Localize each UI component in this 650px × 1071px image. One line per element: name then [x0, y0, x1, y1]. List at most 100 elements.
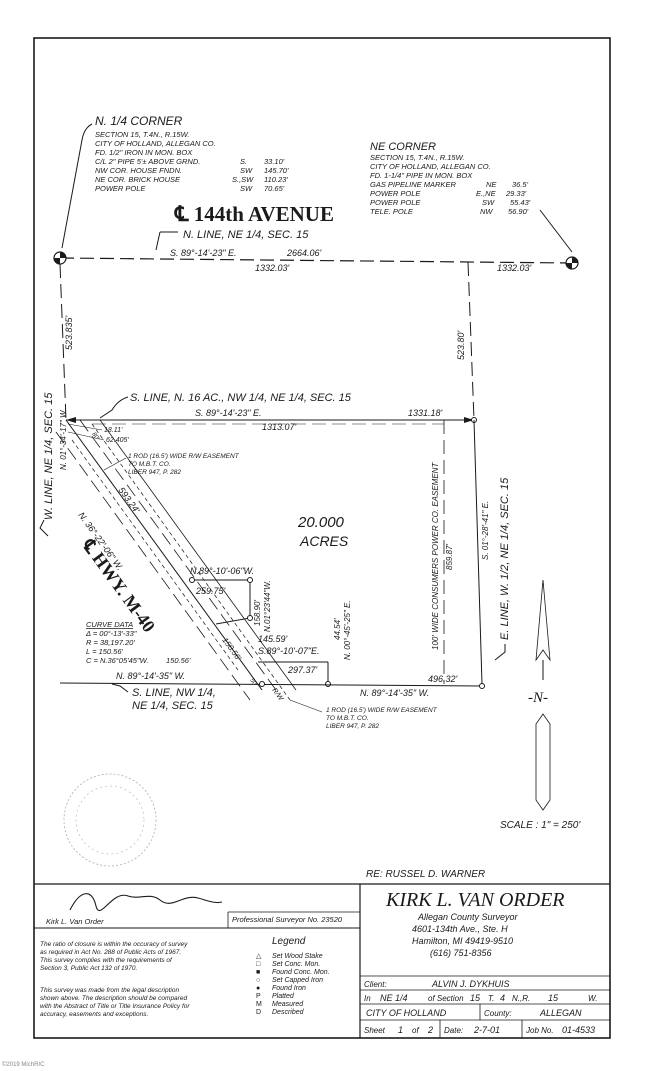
iron-marker	[189, 577, 195, 583]
closure-note: Section 3, Public Act 132 of 1970.	[40, 965, 138, 972]
nw-corner-title: N. 1/4 CORNER	[95, 114, 183, 128]
re-line: RE: RUSSEL D. WARNER	[366, 869, 485, 880]
town-value: 4	[500, 993, 505, 1003]
surveyor-phone: (616) 751-8356	[430, 948, 492, 958]
curve-delta: Δ = 00°-13'-33"	[85, 629, 137, 638]
nw-tie-dir: S.	[240, 157, 247, 166]
inner-dist-2: 158.90'	[253, 600, 262, 626]
county-value: ALLEGAN	[539, 1008, 582, 1018]
date-value: 2-7-01	[473, 1025, 500, 1035]
leader	[39, 519, 49, 537]
ne-leader-line	[539, 209, 573, 253]
row-easement-1: 1 ROD (16.5') WIDE R/W EASEMENT	[128, 453, 240, 460]
in-label: In	[364, 994, 371, 1003]
project-table: Client: ALVIN J. DYKHUIS In NE 1/4 of Se…	[360, 975, 610, 1038]
west-line-label: W. LINE, NE 1/4, SEC. 15	[43, 392, 55, 520]
surveyor-seal	[63, 773, 157, 867]
ne-tie-dist: 56.90'	[508, 207, 529, 216]
row-width: 80'	[90, 432, 100, 443]
highway-row-line	[91, 423, 291, 701]
legend-title: Legend	[272, 936, 306, 947]
east-north-dist: 523.80'	[456, 330, 466, 360]
north-right-dist: 1332.03'	[497, 263, 532, 273]
job-label: Job No.	[525, 1026, 554, 1035]
nw-tie-dir: S.,SW	[232, 175, 254, 184]
ne-tie-dist: 29.33'	[505, 189, 527, 198]
iron-marker	[479, 683, 485, 689]
sheet-value: 1	[398, 1025, 403, 1035]
quarter-value: NE 1/4	[380, 993, 408, 1003]
legend-text: Set Wood Stake	[272, 953, 323, 960]
south-dist-east: 496.32'	[428, 674, 458, 684]
highway-row-line	[79, 419, 277, 691]
offset-dist: 62.405'	[106, 437, 129, 444]
legend-symbol: M	[256, 1001, 262, 1008]
curve-data-title: CURVE DATA	[86, 620, 133, 629]
legend-symbol: P	[256, 993, 261, 1000]
nw-tie-dist: 33.10'	[264, 157, 285, 166]
ne-tie-dir: SW	[482, 198, 495, 207]
surveyor-address-2: Hamilton, MI 49419-9510	[412, 936, 513, 946]
legend-symbol: △	[256, 953, 262, 960]
curve-length: L = 150.56'	[86, 647, 124, 656]
nw-corner-line: FD. 1/2" IRON IN MON. BOX	[95, 148, 193, 157]
leader	[289, 699, 323, 713]
leader	[155, 231, 161, 251]
client-label: Client:	[364, 980, 387, 989]
legend-symbol: ○	[256, 977, 260, 984]
north-section-line	[59, 257, 573, 264]
city-value: CITY OF HOLLAND	[366, 1008, 447, 1018]
sheet-label: Sheet	[364, 1026, 386, 1035]
west-quarter-line	[59, 263, 67, 421]
surveyor-license: Professional Surveyor No. 23520	[232, 915, 343, 924]
highway-dist: 593.24'	[116, 485, 141, 515]
north-left-dist: 1332.03'	[255, 263, 290, 273]
ne-corner-line: FD. 1-1/4" PIPE IN MON. BOX	[370, 171, 473, 180]
description-note: This survey was made from the legal desc…	[40, 987, 179, 994]
nw-tie-dir: SW	[240, 166, 253, 175]
consumers-easement-label: 100' WIDE CONSUMERS POWER CO. EASEMENT	[431, 462, 440, 650]
surveyor-address-1: 4601-134th Ave., Ste. H	[412, 924, 508, 934]
legend-text: Measured	[272, 1001, 304, 1008]
ne-tie-label: TELE. POLE	[370, 207, 414, 216]
nw-tie-dist: 145.70'	[264, 166, 289, 175]
nw-corner-note: N. 1/4 CORNER SECTION 15, T.4N., R.15W. …	[95, 114, 289, 193]
closure-note: The ratio of closure is within the occur…	[40, 941, 188, 948]
job-value: 01-4533	[562, 1025, 595, 1035]
sheet-border	[33, 37, 611, 1039]
curve-chord-dist: 150.56'	[166, 656, 191, 665]
east-line-label: E. LINE, W. 1/2, NE 1/4, SEC. 15	[499, 477, 511, 640]
inner-bearing-2: N.01°23'44"W.	[263, 580, 272, 632]
date-label: Date:	[444, 1026, 463, 1035]
ne-tie-dist: 55.43'	[510, 198, 531, 207]
row-label: R/W	[270, 687, 284, 703]
south-line-label-2: NE 1/4, SEC. 15	[132, 700, 214, 712]
ne-tie-label: POWER POLE	[370, 198, 421, 207]
nw-tie-dist: 70.65'	[264, 184, 285, 193]
row-easement-1b: TO M.B.T. CO.	[128, 461, 171, 468]
mid-bearing: S. 89°-14'-23" E.	[195, 408, 262, 418]
curve-radius: R = 38,197.20'	[86, 638, 135, 647]
leader	[67, 431, 105, 441]
north-total-dist: 2664.06'	[286, 248, 322, 258]
east-north-line	[467, 261, 475, 421]
ne-tie-label: POWER POLE	[370, 189, 421, 198]
surveyor-title: Allegan County Surveyor	[417, 912, 519, 922]
nw-corner-line: CITY OF HOLLAND, ALLEGAN CO.	[95, 139, 216, 148]
range-label: N.,R.	[512, 994, 530, 1003]
ne-tie-label: GAS PIPELINE MARKER	[370, 180, 456, 189]
leader	[103, 457, 127, 471]
legend-text: Found Iron	[272, 985, 306, 992]
south-bearing-west: N. 89°-14'-35" W.	[116, 671, 185, 681]
inner-dist-4: 297.37'	[287, 665, 318, 675]
scale-label: SCALE : 1" = 250'	[500, 820, 581, 831]
north-line-label: N. LINE, NE 1/4, SEC. 15	[183, 229, 309, 241]
avenue-label: ℄ 144th AVENUE	[174, 202, 334, 226]
section-value: 15	[470, 993, 481, 1003]
west-label: W.	[588, 994, 597, 1003]
legend-symbol: D	[256, 1009, 261, 1016]
legend-text: Found Conc. Mon.	[272, 969, 330, 976]
west-bearing: N. 01°-34'-17" W.	[59, 408, 68, 470]
south-line-16ac-label: S. LINE, N. 16 AC., NW 1/4, NE 1/4, SEC.…	[130, 392, 352, 404]
surveyor-signature	[69, 893, 223, 912]
